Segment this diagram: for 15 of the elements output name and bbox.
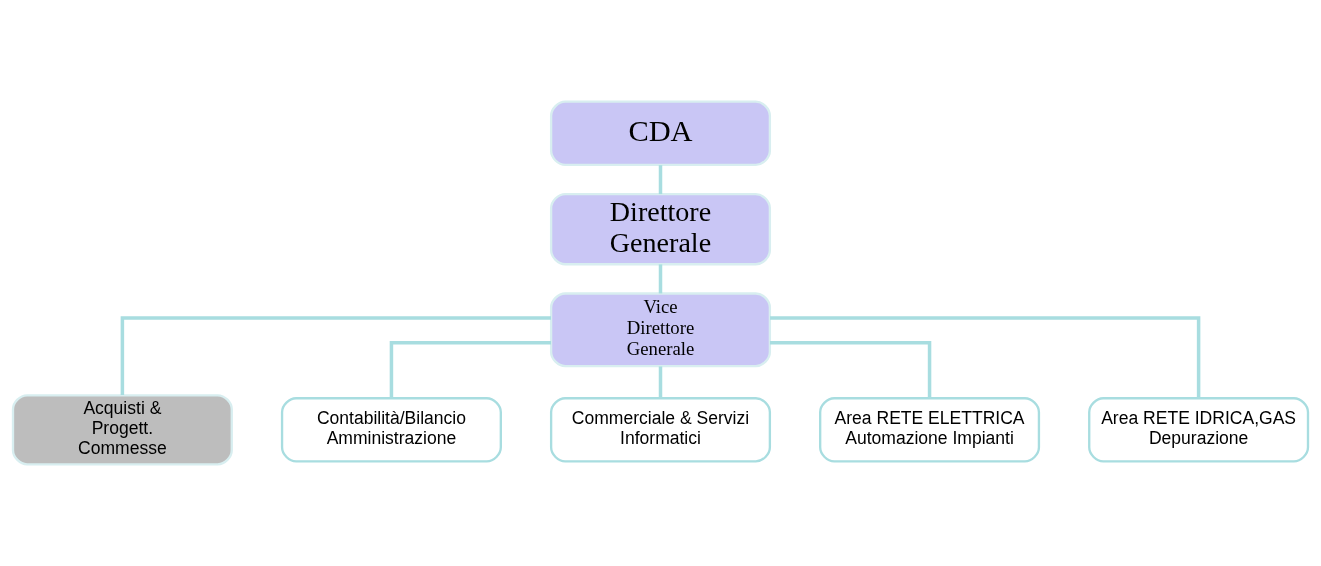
node-box: Contabilità/Bilancio Amministrazione	[280, 397, 502, 463]
connector	[658, 165, 663, 195]
connector	[389, 340, 552, 398]
node-box: CDA	[549, 100, 772, 166]
connector	[769, 340, 932, 398]
node-box: Area RETE IDRICA,GAS Depurazione	[1088, 397, 1310, 463]
connector	[658, 264, 663, 294]
node-box: Vice Direttore Generale	[549, 292, 772, 368]
connector	[120, 316, 551, 396]
node-box: Area RETE ELETTRICA Automazione Impianti	[819, 397, 1041, 463]
node-box: Commerciale & Servizi Informatici	[549, 397, 772, 463]
connector	[658, 366, 663, 399]
node-box: Direttore Generale	[549, 192, 772, 266]
node-box: Acquisti & Progett. Commesse	[11, 394, 233, 466]
connector	[770, 316, 1201, 399]
